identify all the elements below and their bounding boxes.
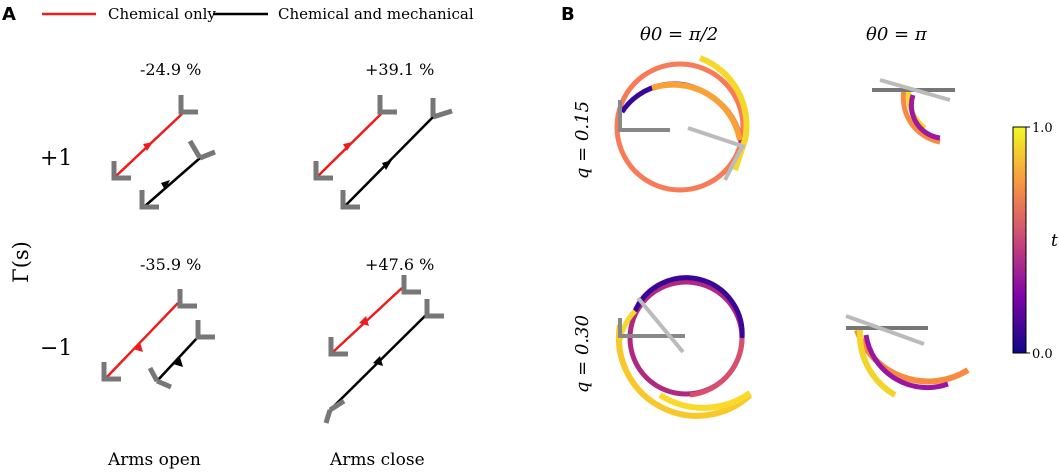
panel-a-label: A [2, 4, 16, 25]
cell-arms-open [377, 95, 397, 115]
cell-arms-open [401, 275, 421, 295]
diagram-top-open [111, 95, 216, 210]
arrow-head [343, 142, 353, 151]
cell-arms-open [178, 95, 198, 115]
col-header-theta-half-pi: θ0 = π/2 [640, 24, 718, 45]
diagram-top-close [313, 95, 453, 210]
cell-arm-light [687, 126, 746, 149]
cell-arms-open [111, 161, 131, 181]
percent-top-close: +39.1 % [365, 60, 434, 79]
trajectory-q015-theta-half-pi [614, 55, 750, 193]
panel-b-label: B [561, 4, 575, 25]
cell-arms-open [340, 190, 360, 210]
cell-arm-light [879, 78, 951, 102]
column-label-arms-close: Arms close [329, 450, 425, 470]
colorbar-min-label: 0.0 [1032, 347, 1053, 362]
trajectory-q030-theta-pi [845, 314, 970, 398]
legend-chemical-mechanical-label: Chemical and mechanical [278, 5, 474, 23]
colorbar-label: t [1051, 231, 1058, 251]
cell-arms-open [328, 337, 348, 357]
cell-arms-open [195, 320, 215, 340]
cell-arms [618, 318, 685, 338]
cell-arms-open [101, 362, 121, 382]
cell-arms-open [177, 289, 197, 309]
cell-arms-partial [187, 139, 216, 161]
trajectory-q030-theta-half-pi [615, 275, 753, 419]
cell-arm-light [636, 296, 685, 354]
colorbar-max-label: 1.0 [1032, 121, 1053, 136]
arrow-head [382, 160, 392, 170]
percent-bottom-close: +47.6 % [365, 255, 434, 274]
arrow-head [143, 142, 153, 151]
cell-arms-partial [147, 366, 172, 390]
cell-arms [618, 100, 670, 132]
row-label-minus-one: −1 [40, 336, 72, 361]
legend-chemical-only-label: Chemical only [108, 5, 216, 23]
row-header-q-030: q = 0.30 [572, 315, 593, 393]
cell-arm-light [723, 146, 744, 181]
arrow-head [173, 357, 183, 367]
arrow-head [133, 342, 143, 352]
row-header-q-015: q = 0.15 [572, 101, 593, 179]
cell-arms-open [313, 161, 333, 181]
cell-arms-open [139, 190, 159, 210]
percent-top-open: -24.9 % [140, 60, 201, 79]
cell-arms-closed [430, 98, 453, 120]
row-label-plus-one: +1 [40, 146, 72, 171]
cell-arms-open [424, 299, 444, 319]
diagram-bottom-close [323, 275, 444, 424]
trajectory-q015-theta-pi [872, 78, 955, 145]
diagram-bottom-open [101, 289, 215, 390]
colorbar [1012, 126, 1027, 354]
gamma-axis-label: Γ(s) [9, 241, 33, 283]
percent-bottom-open: -35.9 % [140, 255, 201, 274]
cell-arms-closed [323, 398, 346, 424]
arrow-head [161, 180, 170, 190]
column-label-arms-open: Arms open [107, 450, 201, 470]
col-header-theta-pi: θ0 = π [866, 24, 928, 45]
arrow-head [373, 356, 383, 366]
cell-arm-light [845, 314, 925, 346]
arrow-head [359, 316, 369, 326]
